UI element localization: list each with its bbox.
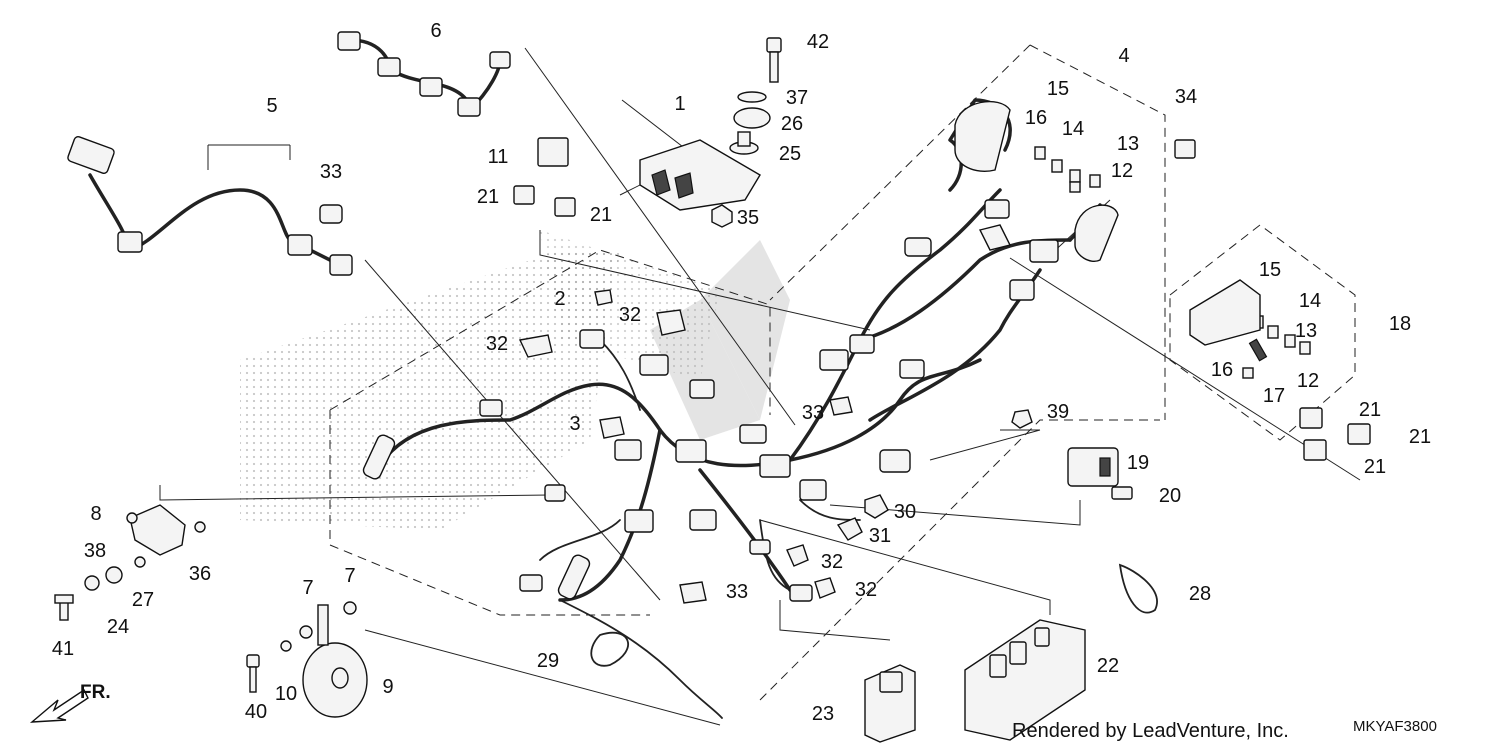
callout-5: 5 [266,95,277,117]
callout-2: 2 [554,288,565,310]
callout-29: 29 [537,650,559,672]
callout-16: 16 [1211,359,1233,381]
callout-15: 15 [1047,78,1069,100]
callout-21: 21 [1359,399,1381,421]
part-8-sensor [54,504,206,621]
callout-32: 32 [619,304,641,326]
part-9-horn [246,601,368,718]
callout-31: 31 [869,525,891,547]
callout-16: 16 [1025,107,1047,129]
callout-33: 33 [802,402,824,424]
callout-38: 38 [84,540,106,562]
callout-34: 34 [1175,86,1197,108]
callout-37: 37 [786,87,808,109]
front-direction-label: FR. [80,682,111,703]
callout-21: 21 [1409,426,1431,448]
callout-9: 9 [382,676,393,698]
fuse-box-18 [1189,279,1261,346]
callout-32: 32 [855,579,877,601]
callout-12: 12 [1111,160,1133,182]
render-credit: Rendered by LeadVenture, Inc. [1012,720,1289,742]
clamps-and-bands [518,289,1158,667]
callout-1: 1 [674,93,685,115]
sub-harness-6 [337,31,511,117]
callout-22: 22 [1097,655,1119,677]
callout-3: 3 [569,413,580,435]
callout-32: 32 [821,551,843,573]
callout-30: 30 [894,501,916,523]
callout-33: 33 [726,581,748,603]
relay-parts [513,137,1371,461]
callout-7: 7 [302,577,313,599]
callout-21: 21 [477,186,499,208]
callout-36: 36 [189,563,211,585]
mounting-hardware [711,37,782,228]
callout-33: 33 [320,161,342,183]
callout-24: 24 [107,616,129,638]
callout-25: 25 [779,143,801,165]
callout-20: 20 [1159,485,1181,507]
callout-19: 19 [1127,452,1149,474]
harness-connectors [362,199,1059,602]
callout-21: 21 [1364,456,1386,478]
callout-7: 7 [344,565,355,587]
callout-14: 14 [1062,118,1084,140]
callout-6: 6 [430,20,441,42]
callout-23: 23 [812,703,834,725]
callout-26: 26 [781,113,803,135]
callout-labels: 1234567789101112121313141415151616171819… [52,20,1431,725]
part-23-module [864,664,916,743]
callout-12: 12 [1297,370,1319,392]
callout-13: 13 [1117,133,1139,155]
callout-41: 41 [52,638,74,660]
fuse-box-covers [954,100,1196,262]
callout-18: 18 [1389,313,1411,335]
callout-4: 4 [1118,45,1129,67]
callout-39: 39 [1047,401,1069,423]
callout-10: 10 [275,683,297,705]
callout-21: 21 [590,204,612,226]
callout-14: 14 [1299,290,1321,312]
callout-35: 35 [737,207,759,229]
callout-32: 32 [486,333,508,355]
callout-15: 15 [1259,259,1281,281]
callout-27: 27 [132,589,154,611]
part-22-ecu [964,619,1086,741]
callout-42: 42 [807,31,829,53]
callout-13: 13 [1295,320,1317,342]
part-1-control-unit [639,139,761,211]
callout-8: 8 [90,503,101,525]
callout-17: 17 [1263,385,1285,407]
callout-11: 11 [488,146,509,168]
front-direction-arrow: FR. [29,682,111,723]
sub-harness-5 [67,136,353,276]
callout-40: 40 [245,701,267,723]
callout-28: 28 [1189,583,1211,605]
part-19-module [1011,409,1133,500]
diagram-code: MKYAF3800 [1353,718,1437,735]
